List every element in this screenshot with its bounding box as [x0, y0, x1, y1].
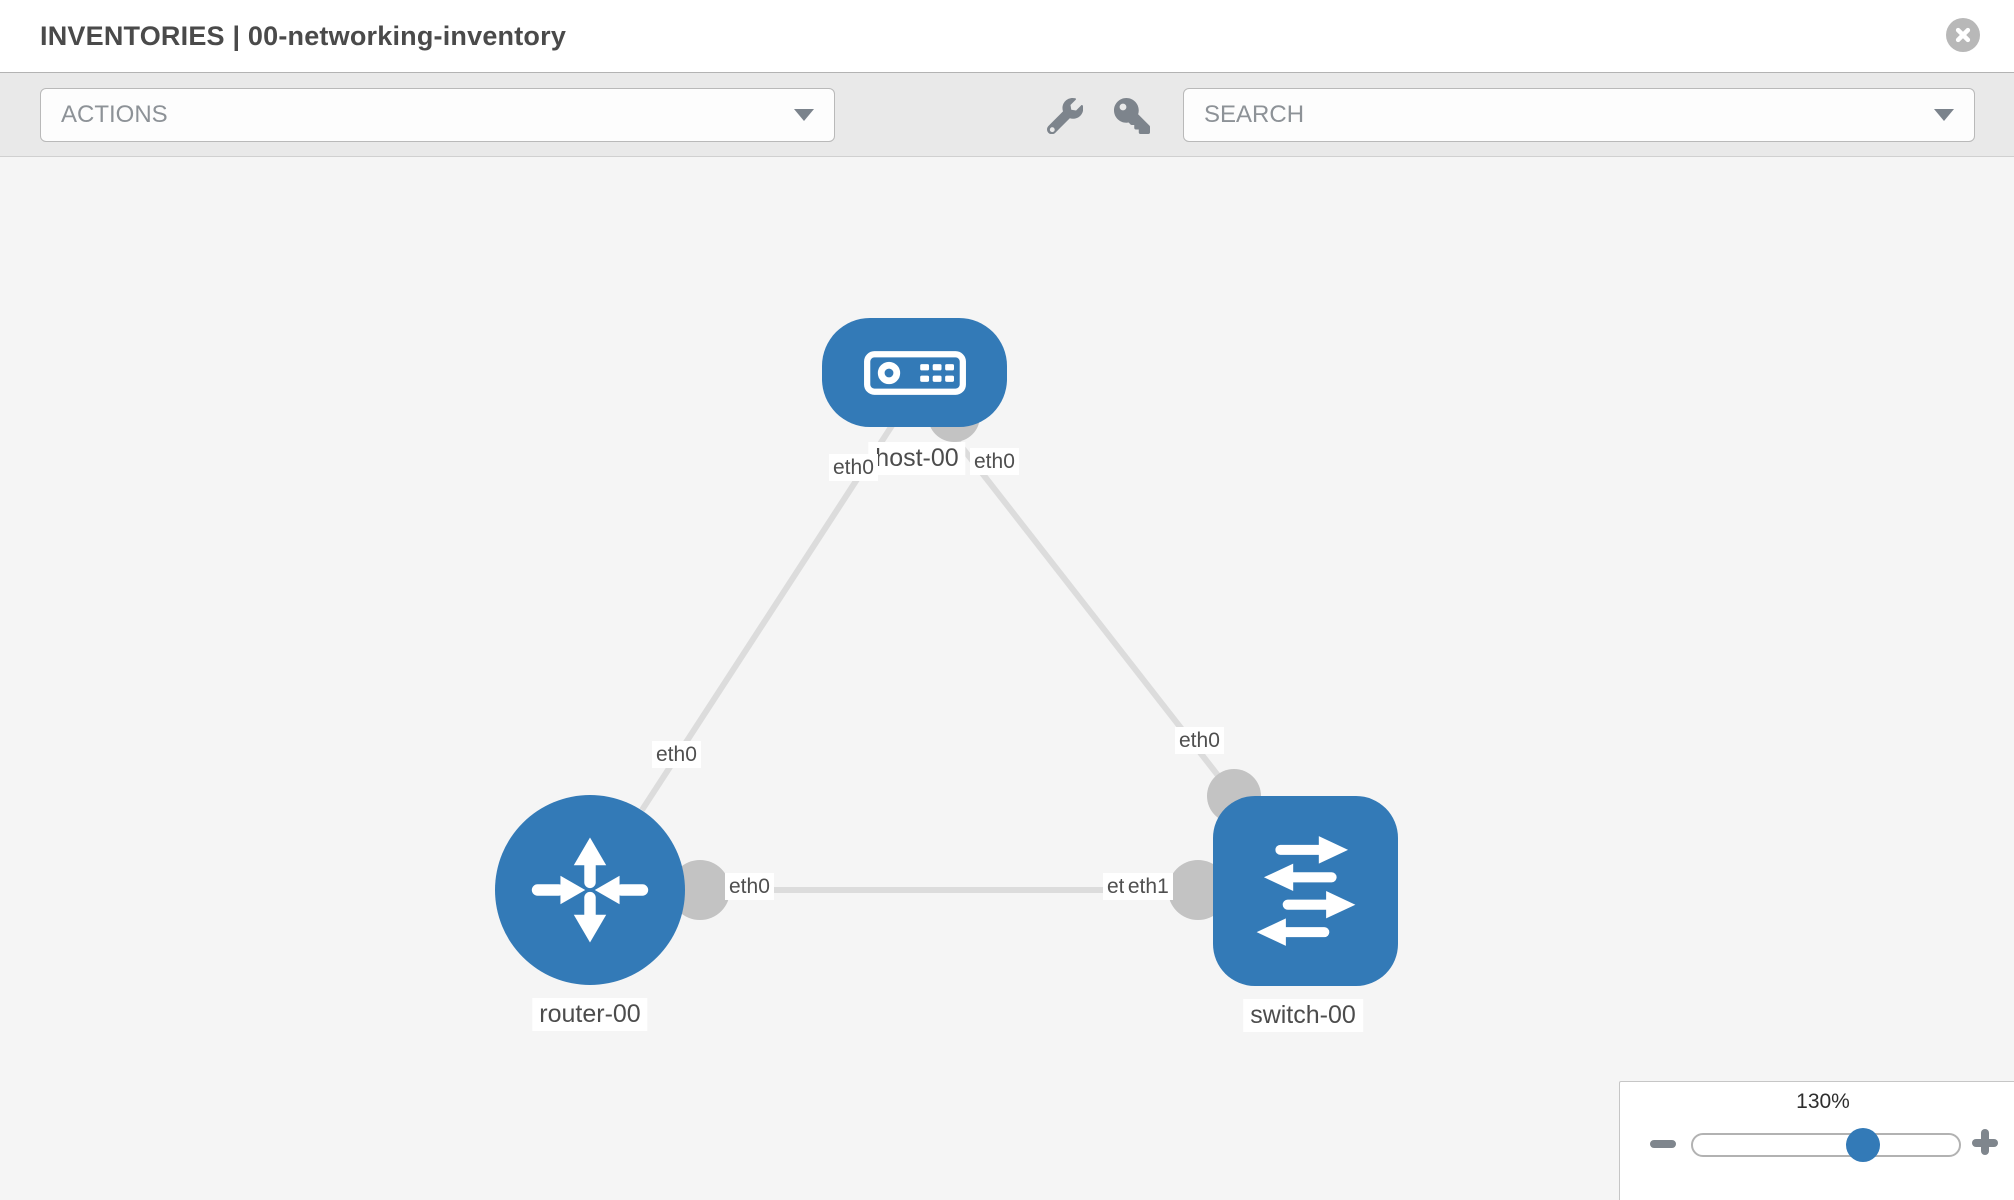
interface-label-router-eth0-up: eth0	[652, 741, 701, 769]
close-icon	[1954, 26, 1972, 44]
search-input[interactable]	[1204, 101, 1934, 129]
header: INVENTORIES | 00-networking-inventory	[0, 0, 2014, 72]
node-label-router: router-00	[532, 998, 648, 1031]
topology-canvas[interactable]: host-00 router-00 switch-00 eth0 eth0 et…	[0, 157, 2014, 1200]
key-icon[interactable]	[1113, 97, 1151, 135]
node-label-switch: switch-00	[1243, 999, 1363, 1032]
switch-icon	[1242, 827, 1370, 955]
page-title: INVENTORIES | 00-networking-inventory	[40, 21, 567, 51]
actions-dropdown[interactable]: ACTIONS	[40, 88, 835, 142]
chevron-down-icon	[1934, 109, 1954, 121]
zoom-in-button[interactable]	[1972, 1129, 1998, 1156]
router-icon	[528, 828, 652, 952]
topology-links-layer	[639, 390, 1261, 920]
node-label-host: host-00	[868, 442, 966, 475]
interface-label-host-eth0-left: eth0	[829, 454, 878, 482]
toolbar: ACTIONS	[0, 72, 2014, 157]
zoom-out-button[interactable]	[1650, 1132, 1676, 1154]
chevron-down-icon	[794, 109, 814, 121]
actions-dropdown-label: ACTIONS	[61, 101, 168, 128]
node-router-00[interactable]	[495, 795, 685, 985]
minus-icon	[1650, 1140, 1676, 1148]
interface-label-eth1-over: eth1	[1123, 873, 1173, 901]
zoom-panel: 130%	[1619, 1081, 2014, 1200]
node-host-00[interactable]	[822, 318, 1007, 427]
wrench-icon[interactable]	[1046, 97, 1084, 135]
host-icon	[863, 350, 967, 396]
interface-label-switch-eth0-up: eth0	[1175, 727, 1224, 755]
search-dropdown[interactable]	[1183, 88, 1975, 142]
interface-label-switch-mid-overlap: eth0 eth1	[1103, 873, 1173, 901]
zoom-slider-thumb[interactable]	[1846, 1128, 1880, 1162]
interface-label-router-eth0-mid: eth0	[725, 873, 774, 901]
close-button[interactable]	[1946, 18, 1980, 52]
interface-label-host-eth0-right: eth0	[970, 448, 1019, 476]
zoom-level: 130%	[1796, 1090, 1850, 1113]
node-switch-00[interactable]	[1213, 796, 1398, 986]
topology-links	[639, 422, 1237, 893]
plus-icon	[1981, 1129, 1989, 1155]
zoom-slider-track[interactable]	[1691, 1133, 1961, 1157]
connector-router-right[interactable]	[670, 860, 730, 920]
